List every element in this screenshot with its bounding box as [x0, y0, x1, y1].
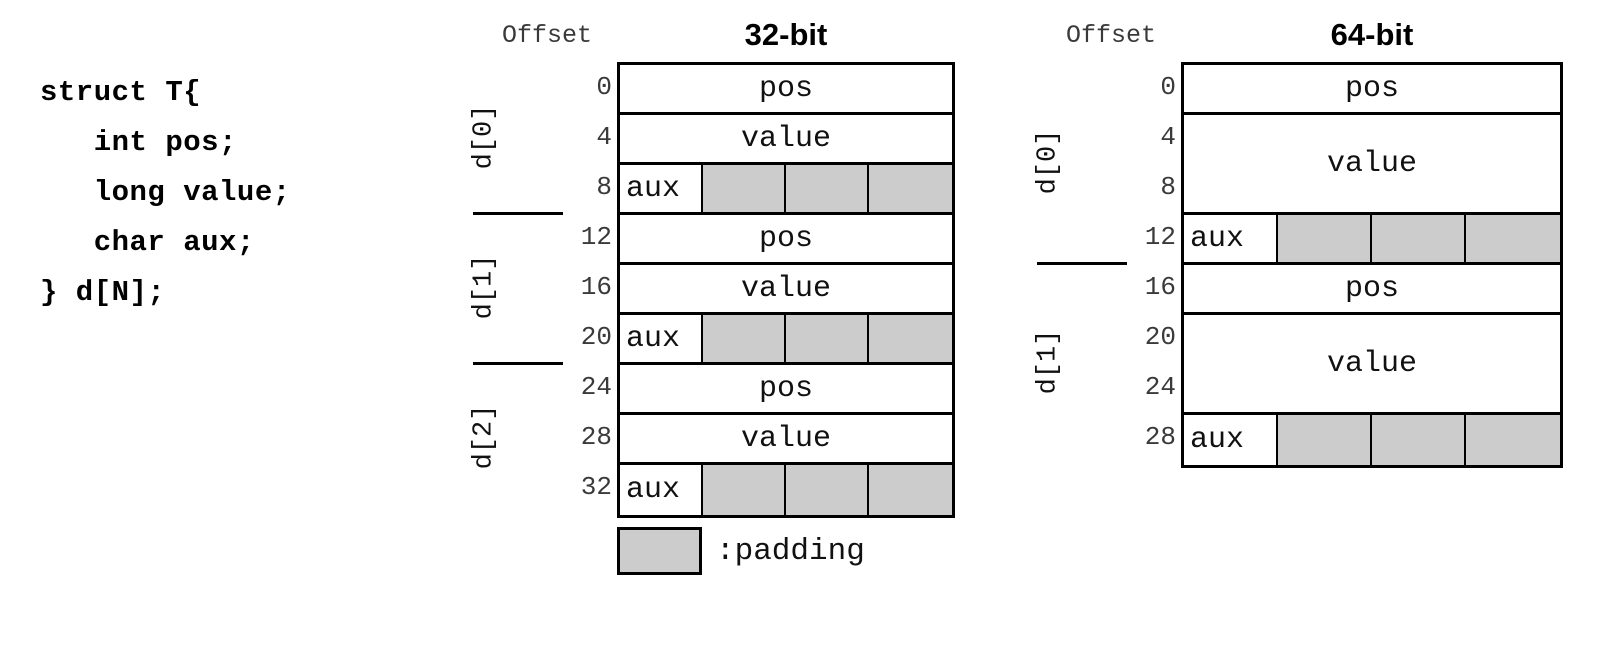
memory-row-32bit-28-value: value [620, 415, 952, 465]
group-label-text: d[1] [1033, 329, 1063, 395]
padding-legend-label: :padding [716, 533, 865, 569]
memory-row-32bit-12-pos: pos [620, 215, 952, 265]
code-line-4: } d[N]; [40, 276, 166, 309]
offset-value-32bit-28: 28 [580, 422, 612, 452]
offset-column-header-32bit: Offset [501, 21, 592, 50]
group-separator-32bit-0 [473, 212, 563, 215]
offset-value-64bit-8: 8 [1160, 172, 1176, 202]
field-label-aux: aux [626, 171, 681, 206]
group-label-64bit-1: d[1] [1019, 262, 1077, 462]
field-label-aux: aux [1190, 423, 1245, 457]
memory-row-32bit-16-value: value [620, 265, 952, 315]
memory-row-32bit-32-aux: aux [620, 465, 952, 515]
memory-row-32bit-8-aux: aux [620, 165, 952, 215]
padding-cell-32bit-32-2 [786, 465, 869, 515]
offset-value-64bit-16: 16 [1144, 272, 1176, 302]
memory-row-64bit-20-value: value [1184, 315, 1560, 415]
code-line-3: char aux; [40, 226, 255, 259]
code-line-0: struct T{ [40, 76, 202, 109]
offset-value-32bit-4: 4 [596, 122, 612, 152]
offset-value-64bit-4: 4 [1160, 122, 1176, 152]
group-label-32bit-0: d[0] [455, 62, 513, 212]
offset-value-32bit-16: 16 [580, 272, 612, 302]
field-label-aux: aux [626, 473, 681, 507]
field-cell-aux: aux [620, 315, 703, 362]
padding-cell-64bit-28-3 [1466, 415, 1560, 465]
group-separator-32bit-1 [473, 362, 563, 365]
field-label-value: value [740, 271, 831, 306]
memory-table-64bit: pos value aux pos value aux [1181, 62, 1563, 468]
padding-cell-64bit-28-2 [1372, 415, 1466, 465]
offset-value-32bit-8: 8 [596, 172, 612, 202]
padding-cell-32bit-8-1 [703, 165, 786, 212]
field-cell-aux: aux [620, 465, 703, 515]
field-cell-aux: aux [1184, 215, 1278, 262]
memory-table-32bit: pos value aux pos value aux pos value aux [617, 62, 955, 518]
memory-row-64bit-0-pos: pos [1184, 65, 1560, 115]
memory-row-32bit-4-value: value [620, 115, 952, 165]
offset-value-64bit-24: 24 [1144, 372, 1176, 402]
padding-cell-32bit-20-2 [786, 315, 869, 362]
padding-cell-32bit-32-1 [703, 465, 786, 515]
memory-row-64bit-16-pos: pos [1184, 265, 1560, 315]
offset-value-32bit-0: 0 [596, 72, 612, 102]
offset-value-64bit-28: 28 [1144, 422, 1176, 452]
field-label-pos: pos [1344, 271, 1399, 306]
field-label-pos: pos [758, 371, 813, 406]
memory-row-64bit-28-aux: aux [1184, 415, 1560, 465]
field-label-aux: aux [626, 321, 681, 356]
offset-column-header-64bit: Offset [1065, 21, 1156, 50]
field-label-aux: aux [1190, 221, 1245, 256]
offset-value-32bit-24: 24 [580, 372, 612, 402]
group-separator-64bit-0 [1037, 262, 1127, 265]
group-label-text: d[0] [469, 104, 499, 170]
memory-row-32bit-24-pos: pos [620, 365, 952, 415]
group-label-text: d[1] [469, 254, 499, 320]
padding-cell-32bit-8-3 [869, 165, 952, 212]
padding-cell-32bit-8-2 [786, 165, 869, 212]
diagram-title-64bit: 64-bit [1330, 17, 1414, 52]
padding-swatch-icon [617, 527, 702, 575]
padding-cell-32bit-32-3 [869, 465, 952, 515]
field-label-value: value [1326, 146, 1417, 181]
offset-value-64bit-12: 12 [1144, 222, 1176, 252]
offset-value-32bit-12: 12 [580, 222, 612, 252]
offset-value-32bit-20: 20 [580, 322, 612, 352]
field-label-value: value [740, 421, 831, 456]
offset-value-32bit-32: 32 [580, 472, 612, 502]
field-label-value: value [1326, 346, 1417, 381]
offset-value-64bit-20: 20 [1144, 322, 1176, 352]
diagram-title-32bit: 32-bit [744, 17, 828, 52]
group-label-64bit-0: d[0] [1019, 62, 1077, 262]
group-label-text: d[2] [469, 404, 499, 470]
field-label-pos: pos [758, 221, 813, 256]
group-label-text: d[0] [1033, 129, 1063, 195]
field-label-pos: pos [1344, 71, 1399, 106]
field-label-value: value [740, 121, 831, 156]
memory-row-64bit-12-aux: aux [1184, 215, 1560, 265]
field-cell-aux: aux [1184, 415, 1278, 465]
memory-row-32bit-20-aux: aux [620, 315, 952, 365]
padding-cell-32bit-20-1 [703, 315, 786, 362]
struct-code-block: struct T{ int pos; long value; char aux;… [40, 68, 291, 318]
padding-cell-64bit-28-1 [1278, 415, 1372, 465]
padding-cell-32bit-20-3 [869, 315, 952, 362]
field-label-pos: pos [758, 71, 813, 106]
memory-row-64bit-4-value: value [1184, 115, 1560, 215]
padding-legend: :padding [617, 527, 865, 575]
padding-cell-64bit-12-1 [1278, 215, 1372, 262]
offset-value-64bit-0: 0 [1160, 72, 1176, 102]
memory-row-32bit-0-pos: pos [620, 65, 952, 115]
padding-cell-64bit-12-3 [1466, 215, 1560, 262]
field-cell-aux: aux [620, 165, 703, 212]
code-line-2: long value; [40, 176, 291, 209]
group-label-32bit-2: d[2] [455, 362, 513, 512]
code-line-1: int pos; [40, 126, 237, 159]
padding-cell-64bit-12-2 [1372, 215, 1466, 262]
group-label-32bit-1: d[1] [455, 212, 513, 362]
